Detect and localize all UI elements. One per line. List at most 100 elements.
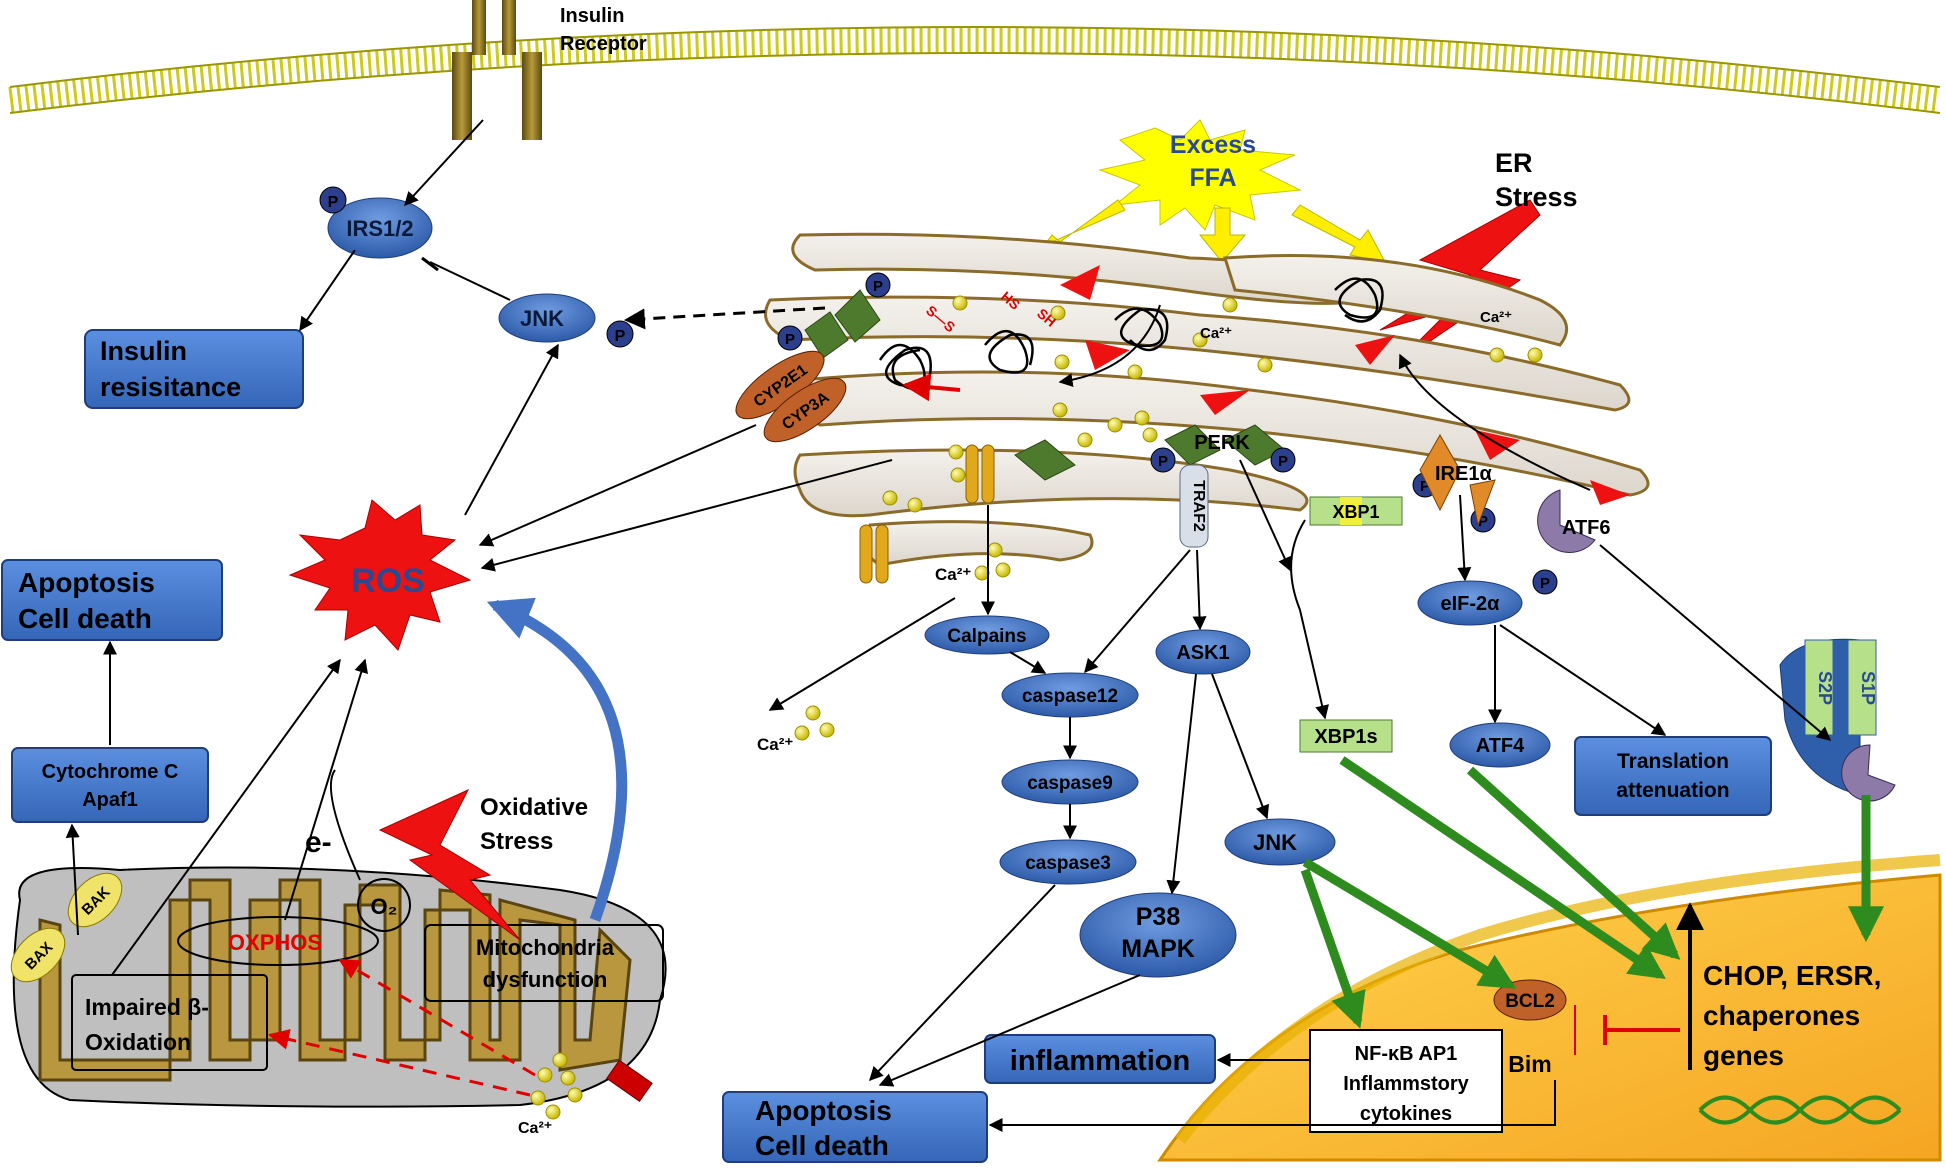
inflammation-label: inflammation: [1010, 1045, 1190, 1077]
xbp1-label: XBP1: [1332, 502, 1379, 522]
er-phospho-label-6: P: [1478, 513, 1488, 530]
insulin-resistance-label-1: Insulin: [100, 336, 187, 366]
p38-mapk-node: [1079, 892, 1237, 978]
er-stress-label-2: Stress: [1495, 182, 1578, 212]
dna-helix: [1698, 1095, 1902, 1125]
cytochrome-box: [11, 747, 209, 823]
connector-arrows: [65, 119, 1832, 1132]
jnk-top-phospho-label: P: [615, 328, 626, 345]
er-phospho-label-1: P: [873, 278, 883, 295]
translation-label-2: attenuation: [1616, 779, 1729, 802]
atf6-cleaved-node: [1841, 744, 1896, 802]
ire1a-node: [1419, 433, 1461, 512]
insulin-receptor: [452, 0, 542, 140]
apoptosis-left-box: [1, 559, 223, 641]
apoptosis-left-label-2: Cell death: [18, 603, 152, 634]
chop-label-1: CHOP, ERSR,: [1703, 960, 1881, 991]
er-phospho-label-4: P: [1278, 453, 1288, 470]
atf6-node: [1537, 489, 1596, 553]
jnk-top-label: JNK: [520, 306, 564, 331]
irs12-label: IRS1/2: [346, 216, 413, 241]
er-ca-label-2: Ca²⁺: [1480, 309, 1512, 326]
apoptosis-left-label-1: Apoptosis: [18, 567, 155, 598]
nfkb-box: [1309, 1029, 1503, 1133]
perk-label: PERK: [1194, 432, 1250, 454]
cell-membrane: [8, 26, 1942, 114]
traf2-node: [1179, 464, 1209, 548]
oxidative-stress-label-1: Oxidative: [480, 794, 588, 821]
s2p-label: S2P: [1815, 671, 1835, 705]
apoptosis-bottom-label-2: Cell death: [755, 1130, 889, 1161]
oxphos-label: OXPHOS: [228, 930, 322, 955]
nfkb-label-1: NF-κB AP1: [1355, 1043, 1458, 1065]
translation-box: [1574, 736, 1772, 816]
mito-dysfunction-label-2: dysfunction: [483, 967, 608, 992]
o2-label: O₂: [371, 894, 398, 919]
red-solid-arrow: [902, 373, 961, 402]
oxidative-stress-bolt: [378, 788, 521, 941]
ros-burst: [288, 499, 472, 651]
ire1a-node-lower: [1469, 479, 1496, 527]
xbp1-node-mid: [1340, 497, 1362, 525]
xbp1s-node: [1299, 719, 1393, 753]
bax-node: [10, 927, 66, 983]
traf2-label: TRAF2: [1190, 480, 1207, 532]
ca-label-1: Ca²⁺: [935, 565, 971, 584]
nfkb-label-3: cytokines: [1360, 1103, 1452, 1125]
bcl2-node: [1493, 979, 1567, 1021]
oxphos-node: [177, 916, 379, 966]
beta-oxidation-label-2: Oxidation: [85, 1029, 191, 1055]
insulin-receptor-label-2: Receptor: [560, 33, 647, 55]
er-kinases: [804, 289, 1286, 481]
cyp3a-node: [763, 377, 847, 443]
er-phospho-label-7: P: [1540, 575, 1550, 592]
apoptosis-bottom-box: [722, 1091, 988, 1163]
caspase9-label: caspase9: [1027, 773, 1113, 794]
s1p-node: [1847, 639, 1877, 736]
mito-dysfunction-label-1: Mitochondria: [476, 935, 615, 960]
p38-label-1: P38: [1136, 903, 1181, 931]
inflammation-box: [984, 1034, 1216, 1084]
ros-feedback-arrow: [486, 597, 628, 922]
er-stress-label-1: ER: [1495, 148, 1533, 178]
eif2a-label: eIF-2α: [1441, 593, 1501, 615]
excess-ffa-burst: [1098, 119, 1302, 231]
irs-phospho-badge: [319, 186, 347, 214]
s2p-node: [1804, 639, 1834, 736]
irs-phospho-label: P: [328, 194, 339, 211]
calpains-label: Calpains: [947, 626, 1026, 647]
s1p-label: S1P: [1858, 671, 1878, 705]
ca-label-2: Ca²⁺: [757, 735, 793, 754]
ask1-label: ASK1: [1176, 642, 1229, 664]
er-phospho-label-5: P: [1420, 478, 1430, 495]
atf4-label: ATF4: [1476, 735, 1525, 757]
er-red-triangles: [1060, 265, 1630, 505]
endoplasmic-reticulum: [764, 232, 1650, 567]
nfkb-label-2: Inflammstory: [1343, 1073, 1469, 1095]
er-ca-label-1: Ca²⁺: [1200, 325, 1232, 342]
chop-label-3: genes: [1703, 1040, 1784, 1071]
apoptosis-bottom-label-1: Apoptosis: [755, 1095, 892, 1126]
atf6-label: ATF6: [1562, 517, 1611, 539]
caspase12-label: caspase12: [1022, 686, 1118, 707]
insulin-resistance-box: [84, 329, 304, 409]
insulin-resistance-label-2: resisitance: [100, 372, 241, 402]
excess-ffa-label-2: FFA: [1189, 164, 1236, 192]
calpains-node: [924, 615, 1050, 655]
caspase3-node: [999, 839, 1137, 885]
er-phospho-label-2: P: [785, 331, 795, 348]
er-channels: [859, 444, 995, 584]
jnk-top-node: [498, 293, 596, 343]
irs12-node: [327, 197, 433, 259]
jnk-lower-node: [1224, 818, 1336, 866]
ros-label: ROS: [351, 562, 425, 600]
oxidative-stress-label-2: Stress: [480, 828, 553, 855]
red-inhibition: [1574, 1005, 1680, 1055]
nuclear-envelope: [1175, 854, 1941, 1144]
cytochrome-label-2: Apaf1: [82, 789, 138, 811]
misfolded-proteins: [878, 277, 1384, 390]
insulin-receptor-label-1: Insulin: [560, 5, 624, 27]
beta-oxidation-box: [71, 974, 268, 1071]
